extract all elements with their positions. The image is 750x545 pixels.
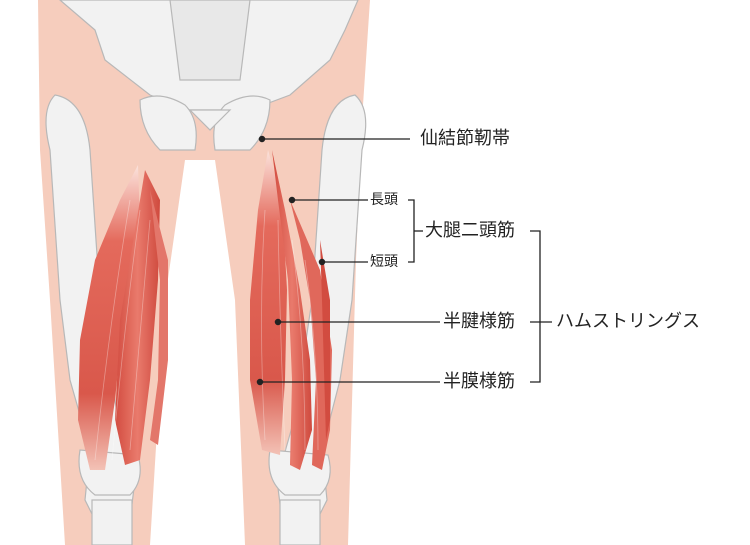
label-sacrotuberous-ligament: 仙結節靭帯: [420, 128, 510, 149]
label-long-head: 長頭: [370, 192, 398, 208]
label-semimembranosus: 半膜様筋: [443, 371, 515, 392]
label-hamstrings: ハムストリングス: [556, 311, 700, 332]
label-short-head: 短頭: [370, 254, 398, 270]
left-hamstring-muscles: [78, 165, 168, 470]
label-semitendinosus: 半腱様筋: [443, 311, 515, 332]
leader-lines: [256, 135, 552, 386]
right-hamstring-muscles: [250, 150, 332, 470]
muscle-fibers: [94, 199, 319, 461]
label-biceps-femoris: 大腿二頭筋: [425, 220, 515, 241]
